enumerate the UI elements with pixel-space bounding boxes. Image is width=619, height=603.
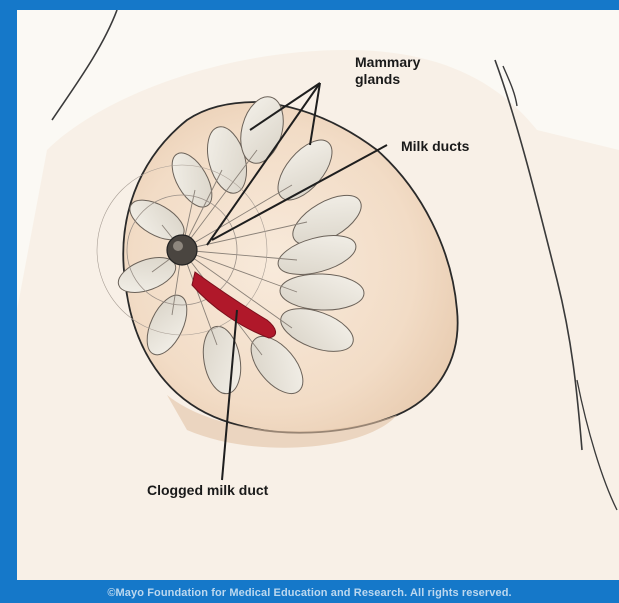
nipple bbox=[167, 235, 197, 265]
illustration-panel: Mammary glands Milk ducts Clogged milk d… bbox=[17, 10, 619, 580]
milk-ducts-label: Milk ducts bbox=[401, 138, 469, 155]
copyright-footer: ©Mayo Foundation for Medical Education a… bbox=[0, 583, 619, 603]
mammary-glands-label: Mammary glands bbox=[355, 54, 420, 88]
breast-anatomy-illustration bbox=[17, 10, 619, 580]
nipple-highlight bbox=[173, 241, 183, 251]
clogged-milk-duct-label: Clogged milk duct bbox=[147, 482, 268, 499]
